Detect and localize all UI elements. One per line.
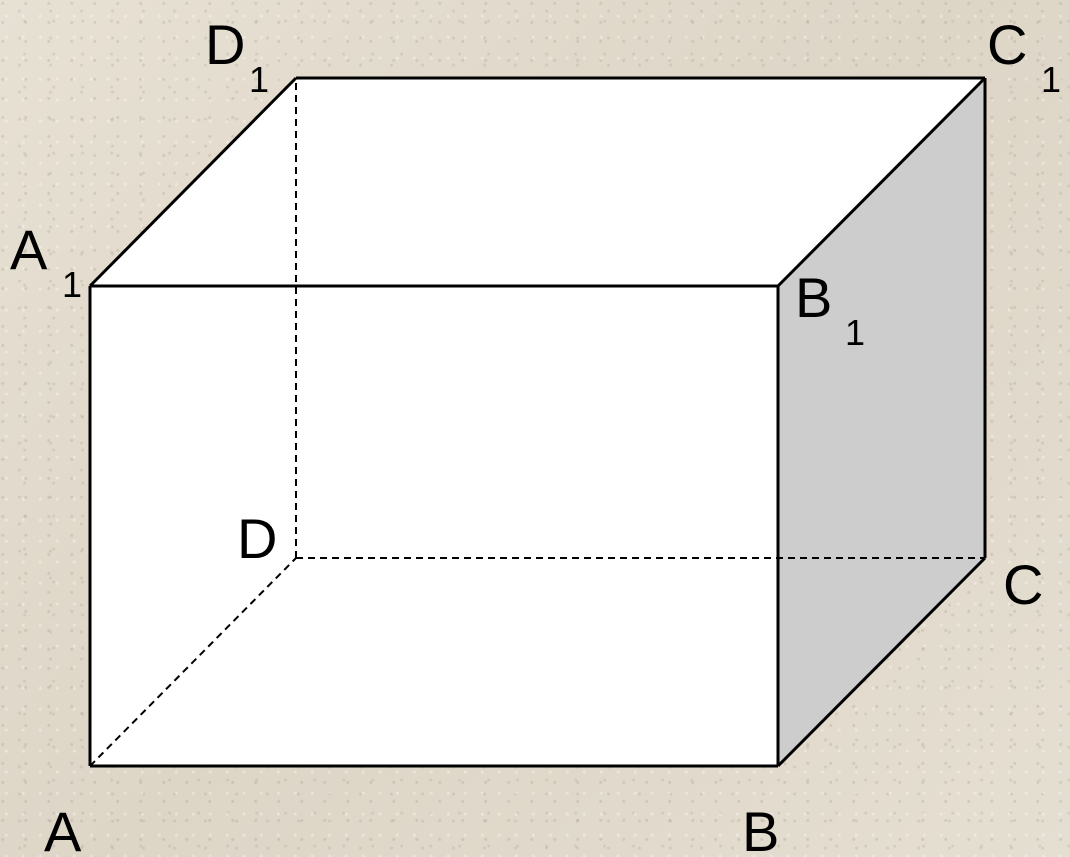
label-C1: C 1 [987, 13, 1061, 100]
label-C1-subscript: 1 [1041, 59, 1061, 100]
label-A-letter: A [44, 800, 82, 857]
label-A: A [44, 800, 82, 857]
label-D1-letter: D [205, 13, 245, 76]
face-right [778, 78, 985, 766]
label-C1-letter: C [987, 13, 1027, 76]
label-B1-letter: B [795, 266, 832, 329]
label-C-letter: C [1003, 553, 1043, 616]
label-D1-subscript: 1 [249, 59, 269, 100]
edge-AD-hidden [89, 557, 297, 767]
label-A1-letter: A [10, 218, 48, 281]
label-A1-subscript: 1 [62, 264, 82, 305]
face-top [90, 78, 985, 286]
label-D-letter: D [237, 507, 277, 570]
label-A1: A 1 [10, 218, 82, 305]
edge-B1C1 [776, 76, 987, 288]
edge-BC [776, 556, 987, 768]
label-D1: D 1 [205, 13, 269, 100]
label-B1: B 1 [795, 266, 865, 353]
edge-A1D1 [88, 76, 298, 288]
label-C: C [1003, 553, 1043, 616]
label-D: D [237, 507, 277, 570]
face-bottom-interior [90, 558, 985, 766]
label-B1-subscript: 1 [845, 312, 865, 353]
label-B: B [742, 800, 779, 857]
label-B-letter: B [742, 800, 779, 857]
